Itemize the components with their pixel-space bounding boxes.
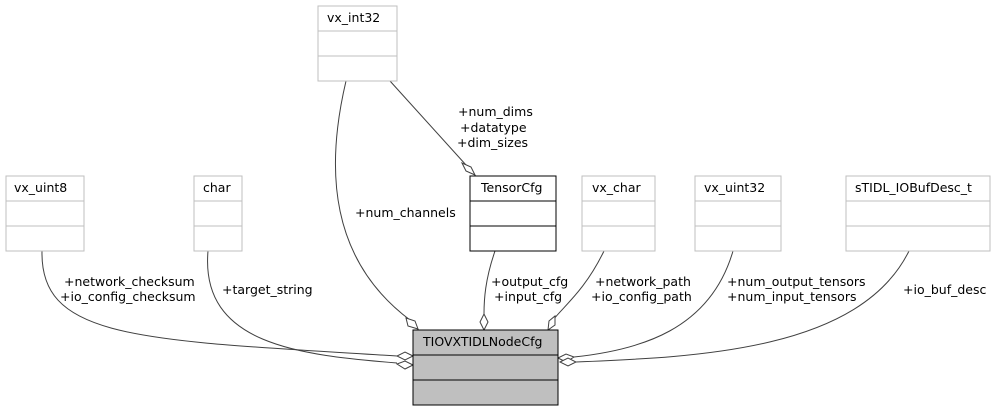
class-char: char bbox=[193, 175, 243, 252]
edge-labels: +num_dims +datatype +dim_sizes +num_chan… bbox=[60, 104, 986, 304]
edge-vx-char-central bbox=[552, 250, 605, 321]
label-network-path: +network_path bbox=[595, 274, 691, 289]
label-num-input-tensors: +num_input_tensors bbox=[727, 289, 856, 304]
diamond-path bbox=[547, 314, 556, 332]
label-num-dims: +num_dims bbox=[458, 104, 533, 119]
label-io-buf-desc: +io_buf_desc bbox=[903, 282, 986, 297]
edge-iobufdesc-central bbox=[575, 250, 910, 363]
label-dim-sizes: +dim_sizes bbox=[457, 135, 528, 150]
diamond-tensorcfg bbox=[460, 161, 477, 177]
label-io-config-path: +io_config_path bbox=[591, 289, 692, 304]
class-stidl-iobufdesc-t: sTIDL_IOBufDesc_t bbox=[845, 175, 991, 252]
class-name-tensorcfg: TensorCfg bbox=[480, 180, 543, 195]
class-vx-uint32: vx_uint32 bbox=[694, 175, 782, 252]
class-name-stidl-iobufdesc-t: sTIDL_IOBufDesc_t bbox=[855, 180, 972, 195]
class-name-vx-uint32: vx_uint32 bbox=[704, 180, 765, 195]
class-tiovxtidlnodecfg: TIOVXTIDLNodeCfg bbox=[412, 329, 559, 406]
class-vx-char: vx_char bbox=[581, 175, 656, 252]
edge-vx-int32-central bbox=[334, 80, 411, 321]
diamond-cfg bbox=[479, 312, 489, 332]
label-output-cfg: +output_cfg bbox=[491, 274, 568, 289]
edge-vx-int32-tensorcfg bbox=[389, 80, 467, 166]
diamond-num-channels bbox=[405, 317, 419, 330]
class-name-vx-int32: vx_int32 bbox=[327, 10, 380, 25]
diamond-io-buf-desc bbox=[558, 357, 578, 367]
diamond-checksum bbox=[395, 351, 415, 361]
edge-char-central bbox=[207, 250, 398, 364]
diamond-target-string bbox=[395, 360, 415, 370]
label-num-channels: +num_channels bbox=[355, 205, 456, 220]
label-target-string: +target_string bbox=[222, 282, 313, 297]
class-name-char: char bbox=[203, 180, 231, 195]
class-vx-uint8: vx_uint8 bbox=[5, 175, 85, 252]
class-name-vx-uint8: vx_uint8 bbox=[14, 180, 67, 195]
label-num-output-tensors: +num_output_tensors bbox=[727, 274, 866, 289]
label-network-checksum: +network_checksum bbox=[64, 274, 195, 289]
class-name-vx-char: vx_char bbox=[592, 180, 641, 195]
class-name-tiovxtidlnodecfg: TIOVXTIDLNodeCfg bbox=[422, 334, 542, 349]
label-input-cfg: +input_cfg bbox=[494, 289, 562, 304]
class-vx-int32: vx_int32 bbox=[317, 5, 398, 82]
edge-vx-uint32-central bbox=[573, 250, 734, 358]
edge-tensorcfg-central bbox=[483, 250, 496, 315]
edges bbox=[41, 80, 910, 370]
label-datatype: +datatype bbox=[460, 120, 527, 135]
class-tensorcfg: TensorCfg bbox=[469, 175, 557, 252]
label-io-config-checksum: +io_config_checksum bbox=[60, 289, 196, 304]
edge-vx-uint8-central bbox=[41, 250, 398, 357]
